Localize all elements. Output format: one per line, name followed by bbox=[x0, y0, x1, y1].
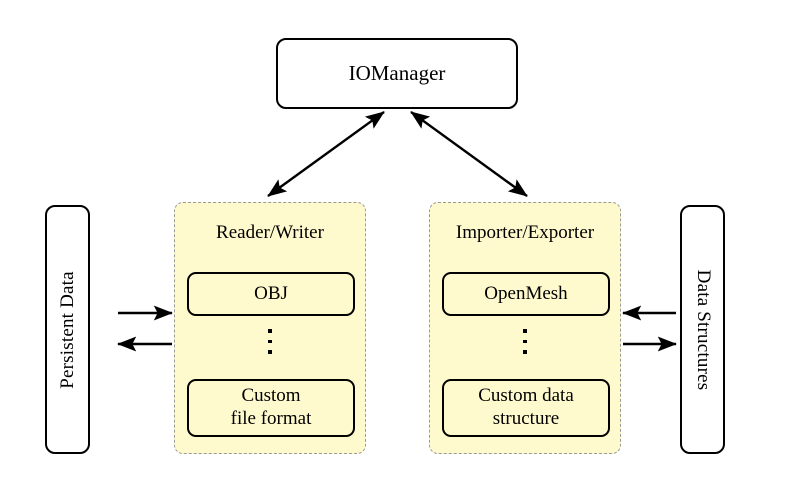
reader-writer-obj-label: OBJ bbox=[254, 282, 288, 304]
importer-exporter-custom-label-line1: Custom data bbox=[478, 385, 574, 407]
importer-exporter-custom-box[interactable]: Custom data structure bbox=[442, 379, 610, 437]
importer-exporter-panel[interactable]: Importer/Exporter OpenMesh Custom data s… bbox=[429, 202, 621, 454]
importer-exporter-openmesh-label: OpenMesh bbox=[484, 282, 568, 304]
io-manager-label: IOManager bbox=[348, 61, 446, 86]
persistent-data-label: Persistent Data bbox=[56, 270, 78, 389]
data-structures-label: Data Structures bbox=[692, 269, 714, 390]
reader-writer-ellipsis-icon bbox=[175, 329, 365, 354]
persistent-data-node[interactable]: Persistent Data bbox=[45, 205, 90, 454]
importer-exporter-title: Importer/Exporter bbox=[455, 222, 595, 243]
reader-writer-custom-label-line2: file format bbox=[230, 408, 312, 429]
arrow-io-manager-importer-exporter bbox=[410, 111, 528, 197]
data-structures-node[interactable]: Data Structures bbox=[680, 205, 725, 454]
reader-writer-obj-box[interactable]: OBJ bbox=[187, 272, 355, 316]
reader-writer-panel[interactable]: Reader/Writer OBJ Custom file format bbox=[174, 202, 366, 454]
reader-writer-custom-label-line1: Custom bbox=[241, 385, 301, 407]
importer-exporter-ellipsis-icon bbox=[430, 329, 620, 354]
io-manager-node[interactable]: IOManager bbox=[276, 38, 518, 109]
arrow-io-manager-reader-writer bbox=[267, 111, 385, 197]
reader-writer-title: Reader/Writer bbox=[216, 222, 324, 243]
importer-exporter-openmesh-box[interactable]: OpenMesh bbox=[442, 272, 610, 316]
reader-writer-custom-box[interactable]: Custom file format bbox=[187, 379, 355, 437]
importer-exporter-custom-label-line2: structure bbox=[492, 408, 560, 429]
